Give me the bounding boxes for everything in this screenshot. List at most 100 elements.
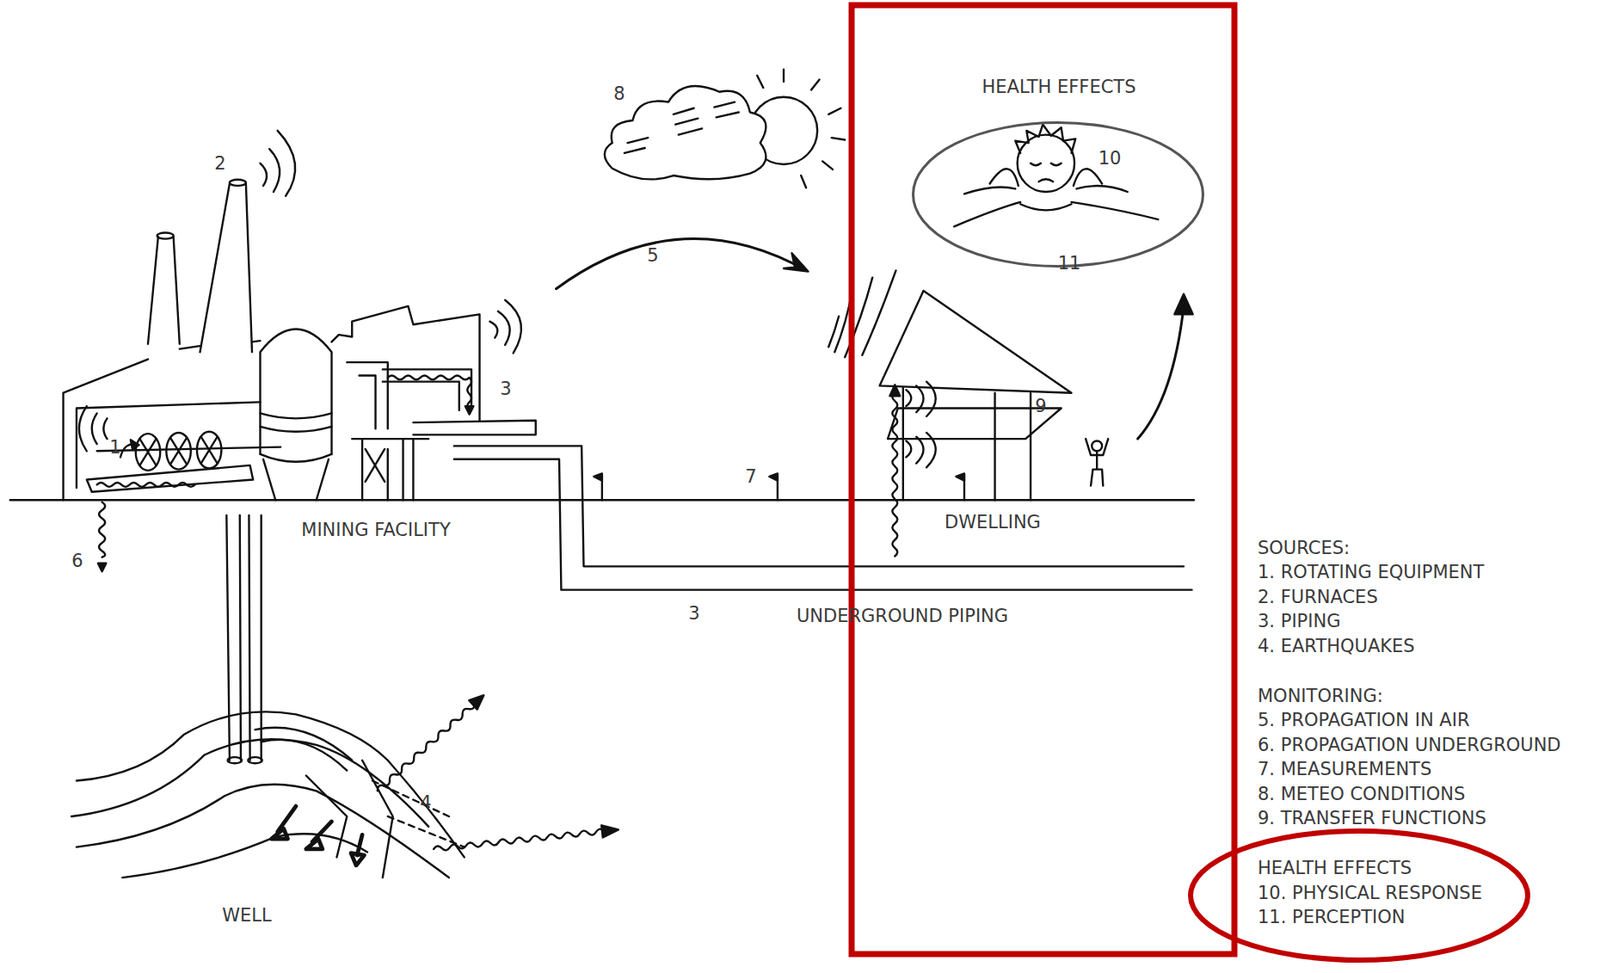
effect-arrow-stroke bbox=[1174, 294, 1193, 315]
rotating-equipment-stroke bbox=[140, 436, 218, 466]
mining-facility-stroke bbox=[382, 369, 472, 410]
key-entry: 5. PROPAGATION IN AIR bbox=[1257, 711, 1470, 730]
callout-number: 7 bbox=[744, 467, 757, 487]
mining-facility-stroke bbox=[362, 438, 413, 500]
vibration-arrows bbox=[98, 375, 900, 856]
mining-facility-stroke bbox=[76, 401, 261, 488]
rotating-equipment-stroke bbox=[86, 465, 253, 493]
propagation-arrow bbox=[555, 239, 808, 290]
callout-number: 11 bbox=[1058, 254, 1082, 273]
mining-facility-stroke bbox=[454, 459, 1193, 591]
well-stroke bbox=[306, 760, 394, 878]
well-stroke bbox=[226, 515, 261, 761]
well-stroke bbox=[76, 784, 450, 878]
person-stroke bbox=[1091, 440, 1102, 451]
key-entry: 1. ROTATING EQUIPMENT bbox=[1257, 563, 1484, 582]
rotating-equipment-stroke bbox=[130, 439, 139, 450]
sleeping-face-stroke bbox=[1015, 124, 1076, 154]
sound-waves-stroke bbox=[489, 300, 522, 354]
sleeping-face-stroke bbox=[990, 168, 1102, 186]
vibration-arrows-stroke bbox=[98, 563, 106, 572]
well-stroke bbox=[122, 833, 368, 878]
key-entry: 8. METEO CONDITIONS bbox=[1257, 785, 1465, 804]
mining-facility-stroke bbox=[346, 362, 388, 429]
vibration-arrows-stroke bbox=[373, 690, 488, 796]
dwelling-stroke bbox=[880, 290, 1072, 394]
chimneys-stroke bbox=[229, 179, 247, 186]
callout-number: 8 bbox=[613, 85, 625, 104]
sleeping-face bbox=[953, 124, 1158, 228]
vibration-arrows-stroke-stroke bbox=[468, 690, 488, 710]
part-label: DWELLING bbox=[944, 513, 1041, 532]
effect-arrow bbox=[1138, 294, 1194, 439]
sleeping-face-stroke bbox=[953, 202, 1158, 227]
sleeping-face-stroke bbox=[964, 185, 1128, 194]
mining-facility-stroke bbox=[259, 329, 332, 455]
sound-waves bbox=[79, 130, 936, 468]
measurement-flags-stroke bbox=[602, 474, 965, 501]
callout-number: 5 bbox=[646, 246, 659, 265]
part-label: WELL bbox=[221, 906, 271, 925]
vibration-arrows-stroke bbox=[98, 502, 105, 558]
mining-facility-stroke bbox=[63, 340, 261, 500]
weather-stroke bbox=[624, 102, 739, 154]
propagation-arrow-stroke bbox=[555, 239, 807, 290]
callout-number: 6 bbox=[71, 552, 83, 571]
key-entry: 4. EARTHQUAKES bbox=[1257, 637, 1416, 656]
key-heading: HEALTH EFFECTS bbox=[1257, 859, 1412, 878]
chimneys bbox=[147, 179, 253, 352]
mining-facility-stroke bbox=[412, 420, 536, 436]
sketch-stroke bbox=[10, 69, 1194, 878]
well bbox=[71, 515, 465, 878]
well-stroke bbox=[255, 727, 353, 771]
rotating-equipment bbox=[86, 431, 281, 493]
key-entry: 2. FURNACES bbox=[1257, 588, 1379, 607]
key-entry: 3. PIPING bbox=[1257, 612, 1341, 631]
callout-number: 10 bbox=[1098, 149, 1122, 168]
mining-facility-stroke bbox=[454, 445, 1184, 567]
dwelling-stroke bbox=[903, 387, 1031, 500]
callout-number: 3 bbox=[499, 380, 511, 399]
key-entry: 11. PERCEPTION bbox=[1257, 908, 1405, 927]
person bbox=[1085, 438, 1108, 487]
sleeping-face-stroke bbox=[1030, 163, 1062, 182]
chimneys-stroke bbox=[199, 184, 252, 353]
part-label: MINING FACILITY bbox=[301, 521, 450, 540]
key-heading: MONITORING: bbox=[1257, 687, 1384, 706]
well-stroke bbox=[227, 756, 243, 764]
propagation-arrow-stroke bbox=[783, 252, 808, 271]
vibration-arrows-stroke bbox=[432, 823, 619, 856]
callout-number: 1 bbox=[109, 438, 121, 457]
mining-facility-stroke bbox=[259, 412, 332, 431]
ellipse-outline bbox=[913, 123, 1204, 267]
chimneys-stroke bbox=[147, 236, 180, 345]
callout-number: 3 bbox=[688, 604, 700, 623]
highlight-frame bbox=[851, 5, 1235, 954]
mining-facility-stroke bbox=[351, 438, 429, 482]
dwelling bbox=[880, 290, 1072, 500]
weather-stroke bbox=[756, 69, 845, 189]
node-outline bbox=[911, 121, 1205, 268]
sleeping-face-stroke bbox=[1020, 203, 1071, 210]
measurement-flags bbox=[593, 473, 965, 500]
effect-arrow-stroke bbox=[1138, 306, 1184, 439]
key-entry: 10. PHYSICAL RESPONSE bbox=[1257, 884, 1483, 903]
weather bbox=[604, 69, 845, 189]
key-heading: SOURCES: bbox=[1257, 539, 1350, 558]
well-stroke bbox=[247, 756, 263, 764]
rotating-equipment-stroke bbox=[97, 482, 196, 487]
vibration-arrows-stroke-stroke bbox=[375, 701, 477, 794]
callout-number: 9 bbox=[1034, 397, 1047, 416]
callout-number: 2 bbox=[214, 154, 226, 173]
vibration-arrows-stroke bbox=[387, 375, 472, 409]
callout-number: 4 bbox=[419, 793, 431, 813]
chimneys-stroke bbox=[157, 232, 174, 239]
well-stroke bbox=[372, 780, 465, 847]
sound-waves-stroke bbox=[828, 270, 896, 357]
part-label: UNDERGROUND PIPING bbox=[796, 607, 1009, 626]
key-entry: 7. MEASUREMENTS bbox=[1257, 760, 1432, 779]
person-stroke bbox=[1085, 438, 1108, 487]
key-entry: 9. TRANSFER FUNCTIONS bbox=[1257, 809, 1487, 828]
sound-waves-stroke bbox=[79, 406, 108, 451]
